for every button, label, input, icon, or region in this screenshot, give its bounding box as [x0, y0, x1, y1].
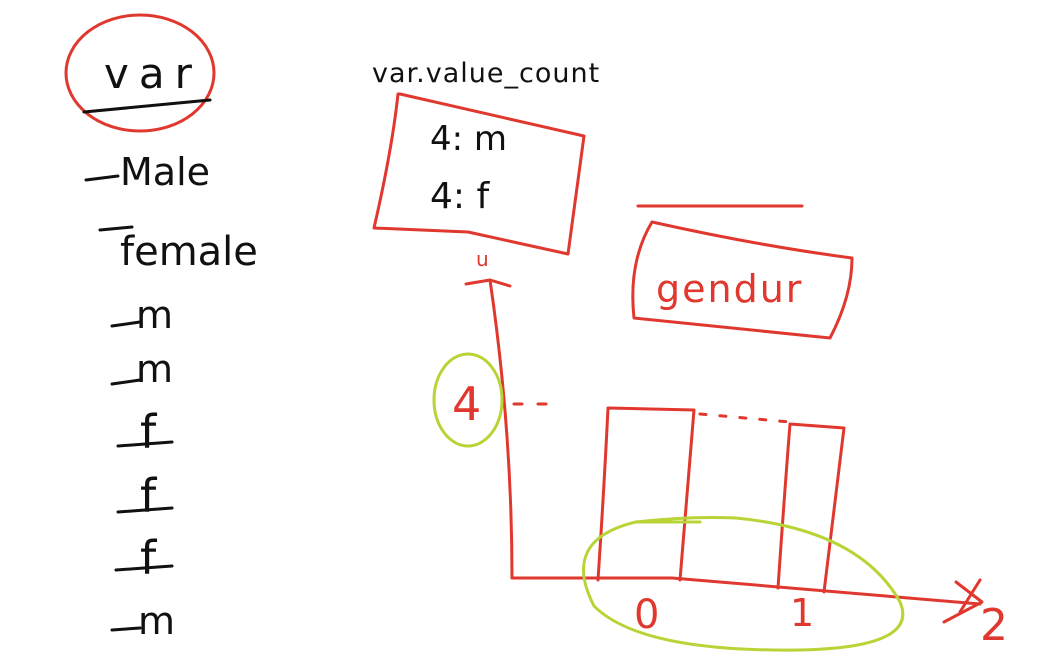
list-item: female — [120, 229, 258, 275]
method-label: var.value_count — [372, 58, 600, 89]
data-list: Male female m m f f f m — [84, 150, 258, 643]
list-item: m — [136, 293, 173, 337]
x-axis — [510, 576, 982, 606]
x-tick-label: 1 — [790, 591, 814, 635]
list-item: f — [140, 405, 158, 459]
x-axis-end-label: 2 — [980, 600, 1008, 651]
title-text: gendur — [656, 267, 803, 311]
y-tick-label: 4 — [452, 377, 481, 431]
x-tick-label: 0 — [634, 592, 659, 638]
y-axis — [488, 278, 514, 580]
list-item: Male — [120, 150, 210, 194]
chart-axes: u — [464, 247, 984, 624]
list-item: m — [138, 599, 175, 643]
title-box: gendur — [631, 204, 854, 340]
variable-circle — [64, 13, 216, 133]
y-axis-top-label: u — [476, 247, 489, 271]
y-tick-circle — [432, 352, 504, 448]
bar-1 — [776, 422, 846, 594]
x-axis-arrow — [942, 580, 984, 624]
bar-0 — [596, 406, 696, 582]
y-tick-group: 4 — [432, 352, 562, 448]
list-item: m — [136, 347, 173, 391]
bars — [596, 406, 846, 594]
counts-box: 4: m 4: f — [372, 92, 586, 256]
count-line: 4: f — [430, 176, 490, 217]
variable-underline — [82, 98, 212, 114]
y-axis-arrow — [464, 278, 512, 288]
highlight-ellipse — [582, 516, 905, 652]
count-line: 4: m — [430, 119, 507, 159]
variable-label: var — [104, 49, 202, 98]
list-item: f — [140, 469, 158, 523]
variable-header: var — [64, 13, 216, 133]
list-item: f — [140, 531, 158, 585]
